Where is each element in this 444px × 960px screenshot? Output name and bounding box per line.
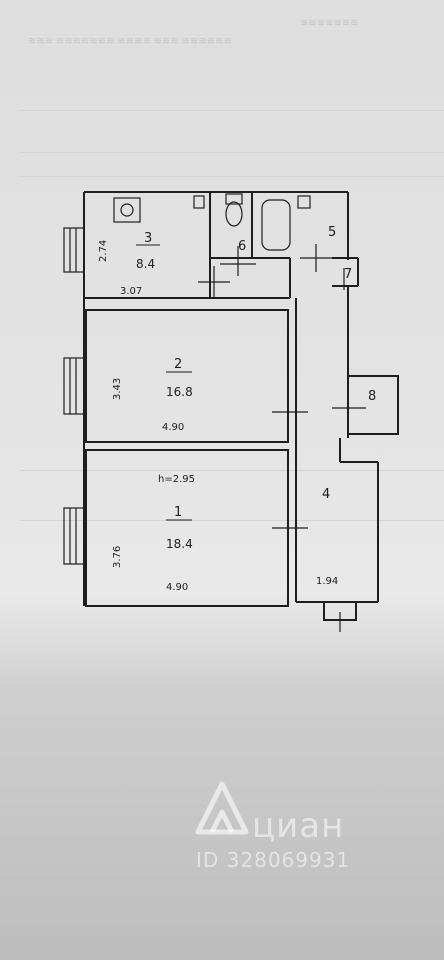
faint-table-line (20, 470, 444, 471)
faint-table-line (20, 176, 444, 177)
room-4-number: 4 (322, 487, 330, 502)
faint-table-line (20, 520, 444, 521)
room-2-width-dim: 4.90 (162, 422, 184, 433)
faint-table-line (20, 152, 444, 153)
cian-watermark: циан ID 328069931 (192, 778, 412, 878)
room-3-area: 8.4 (136, 257, 155, 271)
room-8-number: 8 (368, 389, 376, 404)
room-4-width-dim: 1.94 (316, 576, 338, 587)
room-1-height-dim: 3.76 (112, 546, 123, 568)
room-2-area: 16.8 (166, 385, 193, 399)
faint-background-print: ≋≋≋ ≋≋≋≋≋≋≋ ≋≋≋≋ ≋≋≋ ≋≋≋≋≋≋ (28, 36, 232, 47)
room-6-number: 6 (238, 239, 246, 254)
faint-background-print: ≋≋≋≋≋≋≋ (300, 18, 359, 29)
room-1-area: 18.4 (166, 537, 193, 551)
watermark-listing-id: ID 328069931 (196, 848, 351, 872)
room-3-number: 3 (144, 231, 152, 246)
room-7-number: 7 (344, 267, 352, 282)
faint-table-line (20, 110, 444, 111)
room-2-number: 2 (174, 357, 182, 372)
room-3-height-dim: 2.74 (98, 240, 109, 262)
room-5-number: 5 (328, 225, 336, 240)
room-1-width-dim: 4.90 (166, 582, 188, 593)
room-3-width-dim: 3.07 (120, 286, 142, 297)
cian-house-logo-icon (195, 781, 249, 835)
room-2-height-dim: 3.43 (112, 378, 123, 400)
room-1-number: 1 (174, 505, 182, 520)
ceiling-height-label: h=2.95 (158, 474, 195, 485)
watermark-brand: циан (252, 806, 345, 846)
